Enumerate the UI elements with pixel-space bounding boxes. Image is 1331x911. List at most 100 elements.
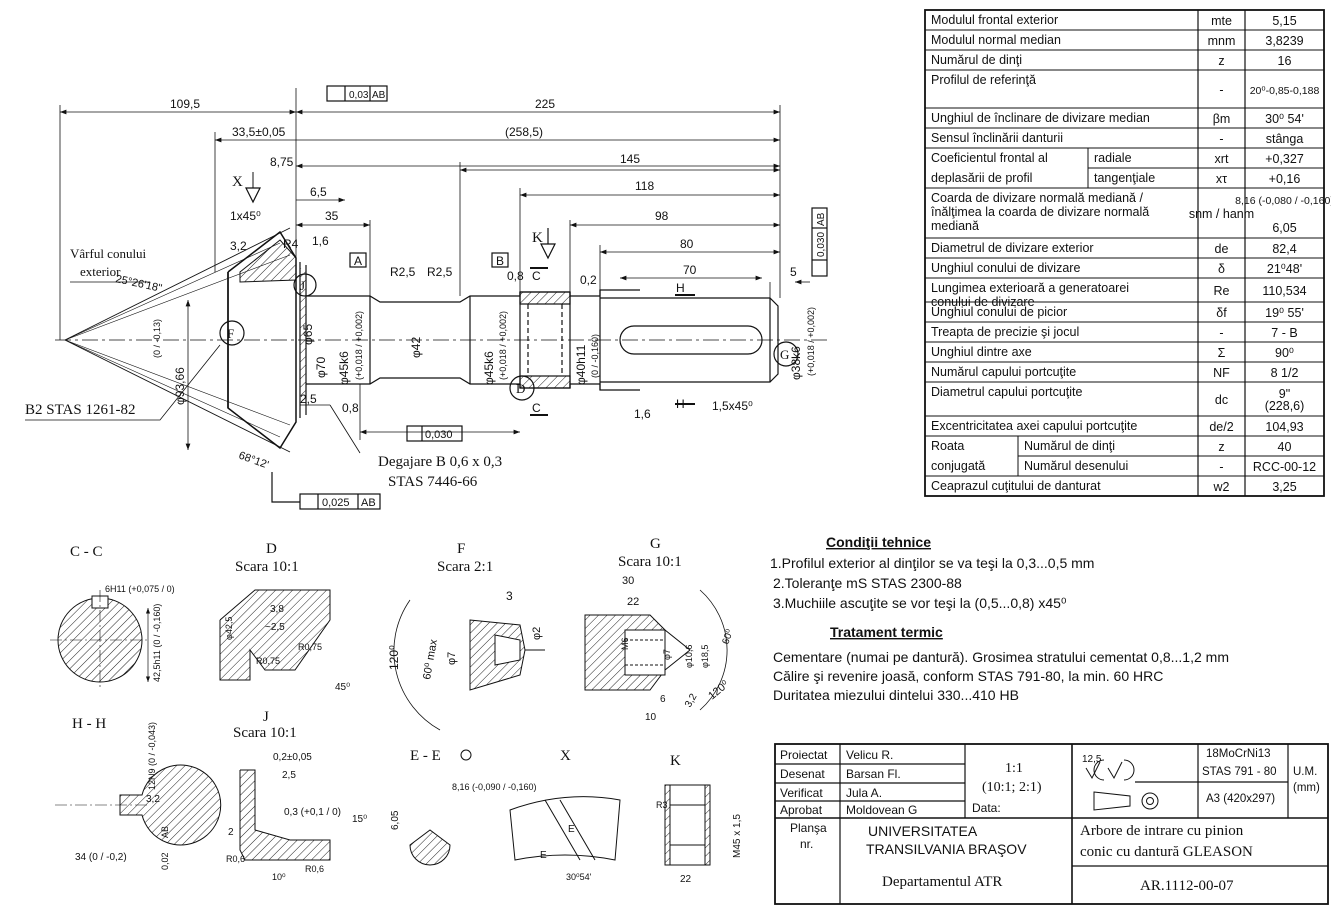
x-dim-3: 30⁰54' [566,872,592,882]
hh-dim-1: 12N9 (0 / -0,043) [147,722,157,790]
ee-dim-1: 8,16 (-0,090 / -0,160) [452,782,537,792]
table-cell-name: Unghiul conului de picior [931,305,1067,319]
dim-32: 3,2 [230,239,247,253]
table-cell-value: 16 [1278,54,1292,68]
label-varf-1: Vârful conului [70,246,147,261]
table-cell-value: 3,8239 [1265,34,1303,48]
conc-right: 0,030 [816,232,827,257]
table-cell-value: stânga [1266,132,1304,146]
coax: 0,030 [425,429,453,441]
dim-tol45b: (+0,018 / +0,002) [498,311,508,380]
label-b2: B2 STAS 1261-82 [25,402,135,418]
hh-dim-2: 34 (0 / -0,2) [75,852,127,863]
label-c1: C [532,269,541,283]
g-dim-11: 3,2 [683,692,700,710]
tb-proiectat: Proiectat [780,748,828,762]
label-degajare-1: Degajare B 0,6 x 0,3 [378,454,502,470]
table-cell-value: 21⁰48' [1267,262,1302,276]
g-dim-3: M6 [620,637,630,650]
label-c2: C [532,401,541,415]
label-h1: H [676,281,685,295]
table-cell-symbol: snm / hanm [1189,207,1254,221]
table-row: Excentricitatea axei capului portcuţite d… [925,419,1324,437]
dim-258: (258,5) [505,125,543,139]
tb-verificat-name: Jula A. [846,786,882,800]
main-view-dimensions: 109,5 225 33,5±0,05 (258,5) 8,75 145 6,5… [114,90,827,509]
j-label: J [263,709,269,725]
table-cell-name: Sensul înclinării danturii [931,131,1063,145]
g-dim-7: 60⁰ [720,628,736,646]
tb-aprobat-name: Moldovean G [846,803,917,817]
d-dim-1: 3,8 [270,604,284,615]
table-cell-name: Roata [931,439,964,453]
angle-1: 25°26'18" [114,273,163,295]
dim-35: 35 [325,209,339,223]
dim-33: 33,5±0,05 [232,125,286,139]
table-cell-symbol: mte [1211,14,1232,28]
table-cell-name: Modulul frontal exterior [931,13,1058,27]
g-dim-1: 30 [622,575,634,587]
tb-verificat: Verificat [780,786,823,800]
table-cell-value: +0,327 [1265,152,1304,166]
table-cell-symbol: - [1219,326,1223,340]
f-dim-4: 60⁰ max [421,638,440,680]
dim-08b: 0,8 [342,401,359,415]
table-cell-symbol: δ [1218,262,1225,276]
table-cell-value: 3,25 [1272,480,1296,494]
dim-r25b: R2,5 [427,265,453,279]
label-varf-2: exterior [80,264,121,279]
dim-70: 70 [683,263,697,277]
ee-label: E - E [410,748,441,764]
d-dim-4: R0,75 [256,656,280,666]
table-cell-symbol: de/2 [1209,420,1233,434]
tb-mm: (mm) [1293,782,1320,794]
condition-1: 1.Profilul exterior al dinţilor se va te… [770,555,1094,571]
main-view [25,85,830,510]
tb-material-2: STAS 791 - 80 [1202,766,1277,778]
table-cell-name: înălţimea la coarda de divizare normală [930,205,1149,219]
dim-phi38: φ38k6 [789,346,803,380]
runout-1-ref: AB [372,90,386,101]
table-row: Coarda de divizare normală mediană /înăl… [925,191,1331,239]
table-cell-value: 90⁰ [1275,346,1294,360]
table-cell-name: Treapta de precizie şi jocul [931,325,1079,339]
table-cell-name: Coarda de divizare normală mediană / [931,191,1143,205]
cc-dim-2: 42,5h11 (0 / -0,160) [152,604,162,682]
table-cell-value-2: (228,6) [1265,399,1305,413]
table-cell-name: Modulul normal median [931,33,1061,47]
hh-dim-4-ref: AB [160,826,170,838]
table-cell-name: conului de divizare [931,295,1035,309]
x-dim-1: E [540,850,547,861]
dim-phi93: φ93,66 [173,367,187,405]
table-cell-name: Diametrul capului portcuţite [931,385,1083,399]
treatment-3: Duritatea miezului dintelui 330...410 HB [773,687,1019,703]
dim-80: 80 [680,237,694,251]
cc-label: C - C [70,544,103,560]
dim-16b: 1,6 [634,407,651,421]
tb-plansa: Planşa [790,821,827,835]
dim-98: 98 [655,209,669,223]
dim-phi65: φ65 [301,324,315,345]
treatment-2: Călire şi revenire joasă, conform STAS 7… [773,668,1163,684]
table-cell-name: Excentricitatea axei capului portcuţite [931,419,1137,433]
label-g: G [780,347,789,362]
table-cell-value: 104,93 [1265,420,1303,434]
label-x: X [232,174,243,190]
runout-2: 0,025 [322,497,350,509]
j-dim-1: 0,2±0,05 [273,752,312,763]
table-cell-symbol: - [1219,83,1223,97]
table-cell-name: Unghiul conului de divizare [931,261,1080,275]
datum-b: B [496,254,504,268]
hh-dim-4: 0,02 [160,852,170,870]
tb-code: AR.1112-00-07 [1140,878,1234,894]
table-cell-sub: Numărul de dinţi [1024,439,1115,453]
roughness-symbol-icon [1085,759,1135,781]
f-scale: Scara 2:1 [437,559,493,575]
table-cell-symbol: xrt [1215,152,1229,166]
table-cell-value-2: 6,05 [1272,221,1296,235]
